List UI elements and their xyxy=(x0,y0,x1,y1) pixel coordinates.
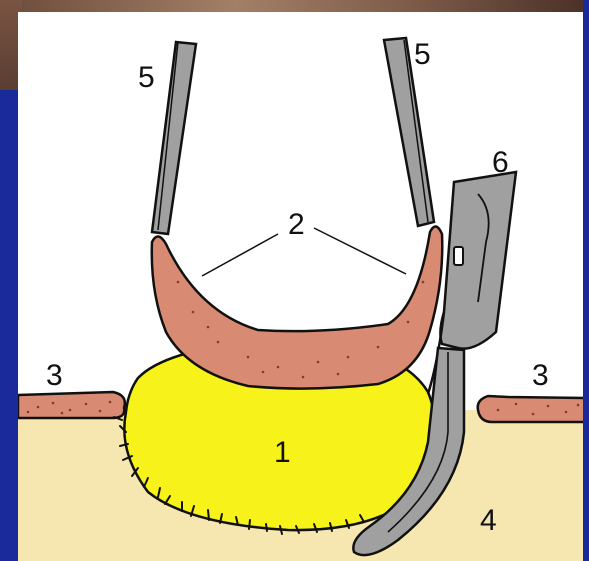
grasped-tissue xyxy=(152,226,442,388)
label-skin-right: 3 xyxy=(532,359,549,392)
label-subcutaneous: 4 xyxy=(480,504,497,537)
skin-layer-left xyxy=(18,392,125,418)
surgical-diagram: 5 5 2 6 3 3 1 4 xyxy=(18,12,586,561)
forceps-left-icon xyxy=(152,42,196,234)
label-tissue-mass: 1 xyxy=(274,436,291,469)
skin-layer-right xyxy=(478,396,586,422)
label-retractor: 6 xyxy=(492,146,509,179)
label-forceps-right: 5 xyxy=(414,38,431,71)
label-skin-left: 3 xyxy=(46,359,63,392)
label-pointer-lines: 2 xyxy=(288,208,305,241)
slide-border-right xyxy=(583,0,589,561)
label-forceps-left: 5 xyxy=(138,61,155,94)
diagram-panel: 5 5 2 6 3 3 1 4 xyxy=(18,12,586,561)
